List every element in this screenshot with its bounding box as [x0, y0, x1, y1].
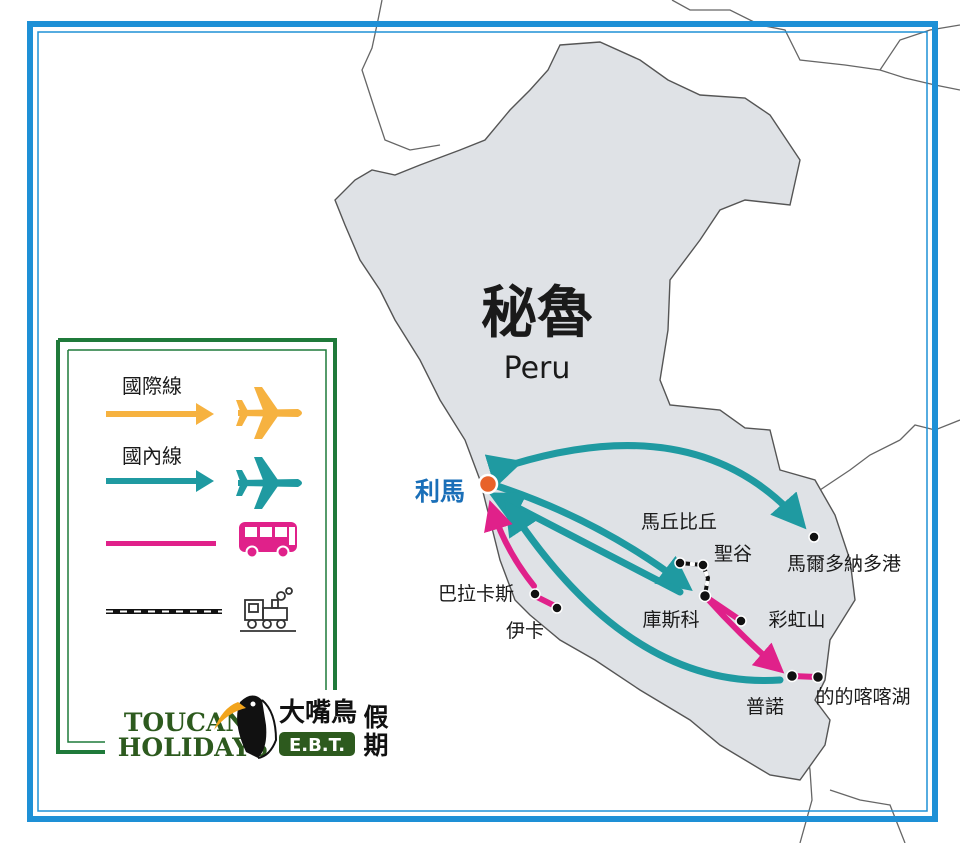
label-cusco: 庫斯科: [642, 609, 699, 631]
logo-holiday-1: 假: [363, 703, 388, 732]
toucan-icon: [214, 695, 278, 759]
stop-titicaca: [811, 670, 825, 684]
capital-marker: [477, 473, 499, 495]
legend-train-line: [106, 609, 222, 614]
stop-sacred-valley: [697, 559, 709, 571]
legend-international-label: 國際線: [122, 374, 182, 398]
legend-international-arrow: [106, 403, 214, 425]
legend-international-plane-icon: [236, 387, 302, 439]
label-puno: 普諾: [746, 696, 784, 718]
label-sacred-valley: 聖谷: [714, 543, 752, 565]
route-cusco-rainbow: [703, 594, 743, 623]
domestic-routes: [484, 442, 807, 685]
legend-domestic-arrow: [106, 470, 214, 492]
stop-puerto-maldonado: [808, 531, 820, 543]
legend: 國際線 國內線: [56, 338, 337, 754]
legend-train-icon: [240, 587, 296, 632]
stop-cusco: [698, 589, 712, 603]
label-lima: 利馬: [415, 477, 465, 506]
route-puno-lima: [504, 499, 784, 685]
train-route: [679, 561, 711, 596]
label-rainbow-mountain: 彩虹山: [768, 609, 825, 631]
label-machu-picchu: 馬丘比丘: [641, 511, 717, 533]
label-puerto-maldonado: 馬爾多納多港: [787, 553, 901, 575]
legend-bus-icon: [239, 522, 297, 559]
label-paracas: 巴拉卡斯: [438, 583, 514, 605]
route-lima-puerto-maldonado: [484, 442, 807, 530]
legend-domestic-label: 國內線: [122, 444, 182, 468]
route-paracas-lima: [484, 499, 537, 589]
legend-bus-line: [106, 541, 216, 546]
legend-domestic-plane-icon: [236, 457, 302, 509]
logo-ebt: E.B.T.: [289, 735, 345, 756]
map-frame-inner: [37, 31, 928, 812]
stop-puno: [785, 669, 799, 683]
country-title-en: Peru: [504, 351, 571, 386]
stop-paracas: [529, 588, 541, 600]
country-title-zh: 秘魯: [481, 281, 593, 346]
map-frame-outer: [27, 21, 938, 822]
label-ica: 伊卡: [506, 620, 544, 642]
stop-rainbow-mountain: [735, 615, 747, 627]
label-titicaca: 的的喀喀湖: [815, 686, 910, 708]
toucan-holidays-logo: TOUCAN HOLIDAYS 大嘴鳥 E.B.T. 假 期: [118, 695, 389, 762]
logo-brand-zh: 大嘴鳥: [279, 698, 357, 728]
stop-ica: [551, 602, 563, 614]
logo-holiday-2: 期: [363, 731, 388, 760]
peru-country-shape: [334, 41, 856, 781]
stop-machu-picchu: [674, 557, 686, 569]
stops: [529, 531, 825, 684]
